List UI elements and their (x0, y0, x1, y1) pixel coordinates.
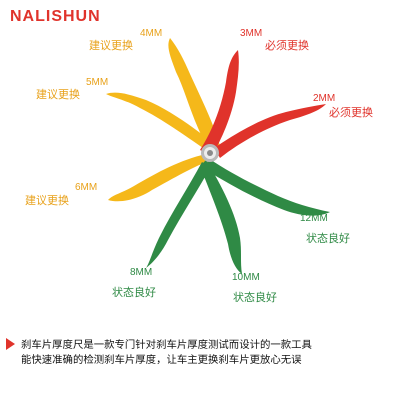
product-description: 刹车片厚度尺是一款专门针对刹车片厚度测试而设计的一款工具 能快速准确的检测刹车片… (6, 336, 396, 366)
brand-logo: NALISHUN (10, 8, 101, 25)
chevron-right-icon (6, 337, 15, 350)
label-8mm-thickness: 8MM (130, 267, 153, 278)
description-line-1: 刹车片厚度尺是一款专门针对刹车片厚度测试而设计的一款工具 (21, 339, 312, 351)
leaf-10mm (200, 160, 242, 274)
label-6mm-thickness: 6MM (75, 182, 98, 193)
label-5mm-thickness: 5MM (86, 77, 109, 88)
leaf-5mm (106, 92, 212, 150)
label-10mm-thickness: 10MM (232, 272, 260, 283)
label-4mm-advice: 建议更换 (89, 39, 133, 52)
label-6mm-advice: 建议更换 (25, 194, 69, 207)
label-5mm-advice: 建议更换 (36, 88, 80, 101)
leaf-3mm (200, 50, 239, 156)
label-2mm-advice: 必须更换 (329, 106, 373, 119)
leaf-12mm (206, 158, 330, 216)
leaf-6mm (108, 154, 212, 202)
label-3mm-advice: 必须更换 (265, 39, 309, 52)
description-line-2: 能快速准确的检测刹车片厚度，让车主更换刹车片更放心无误 (21, 354, 302, 366)
label-12mm-thickness: 12MM (300, 213, 328, 224)
label-3mm-thickness: 3MM (240, 28, 263, 39)
label-10mm-advice: 状态良好 (233, 291, 277, 304)
label-2mm-thickness: 2MM (313, 93, 336, 104)
label-4mm-thickness: 4MM (140, 28, 163, 39)
leaf-4mm (168, 38, 220, 148)
label-12mm-advice: 状态良好 (306, 232, 350, 245)
leaf-8mm (146, 162, 210, 268)
leaf-2mm (214, 104, 326, 158)
label-8mm-advice: 状态良好 (112, 286, 156, 299)
